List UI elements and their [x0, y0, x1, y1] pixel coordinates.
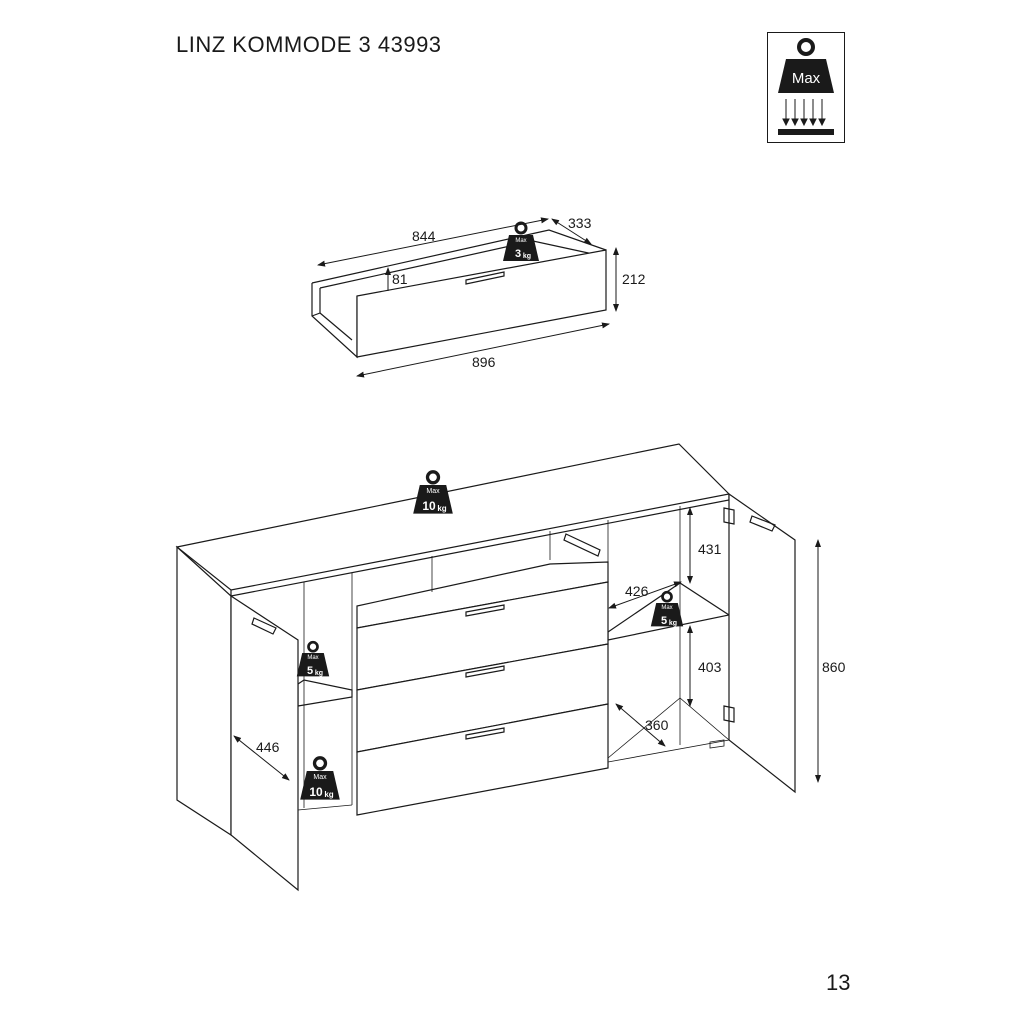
max-load-label: Max [792, 70, 821, 87]
top-weight-icon: Max 10 kg [411, 470, 455, 516]
svg-text:kg: kg [523, 253, 531, 260]
max-load-box: Max [767, 32, 845, 143]
cabinet-dim-431: 431 [698, 541, 722, 557]
weight-max-load-icon: Max [778, 38, 834, 135]
cabinet-dim-860: 860 [822, 659, 846, 675]
svg-text:Max: Max [661, 605, 672, 611]
svg-text:kg: kg [324, 790, 333, 799]
svg-text:Max: Max [307, 655, 318, 661]
cabinet-dim-360: 360 [645, 717, 669, 733]
drawer-dim-333: 333 [568, 215, 592, 231]
drawer-dim-896: 896 [472, 354, 496, 370]
svg-text:Max: Max [515, 238, 526, 244]
cabinet-dim-426: 426 [625, 583, 649, 599]
cabinet-diagram: 431 426 403 360 446 860 Max 10 kg Max 5 … [175, 443, 846, 892]
svg-text:10: 10 [309, 785, 323, 799]
drawer-dim-212: 212 [622, 271, 646, 287]
right-shelf-weight-icon: Max 5 kg [649, 590, 685, 628]
svg-text:Max: Max [313, 774, 327, 781]
svg-text:10: 10 [422, 499, 436, 513]
drawer-dim-81: 81 [392, 271, 408, 287]
left-shelf-weight-icon: Max 5 kg [295, 640, 331, 678]
page-number: 13 [826, 970, 851, 995]
cabinet-dim-403: 403 [698, 659, 722, 675]
svg-text:Max: Max [426, 488, 440, 495]
svg-text:3: 3 [515, 248, 521, 260]
left-bottom-weight-icon: Max 10 kg [298, 756, 342, 802]
svg-text:5: 5 [661, 615, 667, 627]
svg-text:kg: kg [437, 504, 446, 513]
drawer-dim-844: 844 [412, 228, 436, 244]
svg-text:5: 5 [307, 665, 313, 677]
svg-text:kg: kg [315, 670, 323, 677]
svg-text:kg: kg [669, 620, 677, 627]
drawer-weight-icon: Max 3 kg [501, 221, 541, 263]
cabinet-dim-446: 446 [256, 739, 280, 755]
page-title: LINZ KOMMODE 3 43993 [176, 32, 442, 57]
drawer-diagram: 844 333 212 81 896 Max 3 kg [311, 215, 646, 378]
